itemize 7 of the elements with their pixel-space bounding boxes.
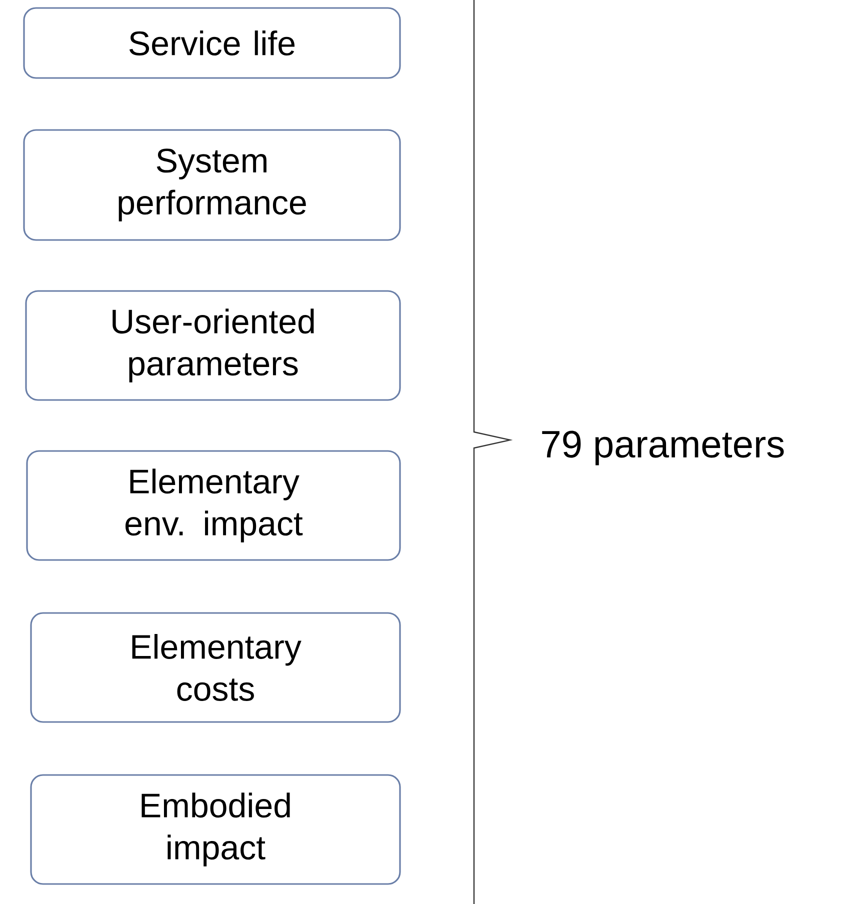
rounded-box: Elementary env. impact (26, 450, 401, 561)
rounded-box: User-oriented parameters (25, 290, 401, 401)
brace-label: 79 parameters (542, 430, 784, 466)
rounded-box: System performance (23, 129, 401, 241)
rounded-box: Embodied impact (30, 774, 401, 885)
rounded-box: Elementary costs (30, 612, 401, 723)
rounded-box: Service life (23, 7, 401, 79)
